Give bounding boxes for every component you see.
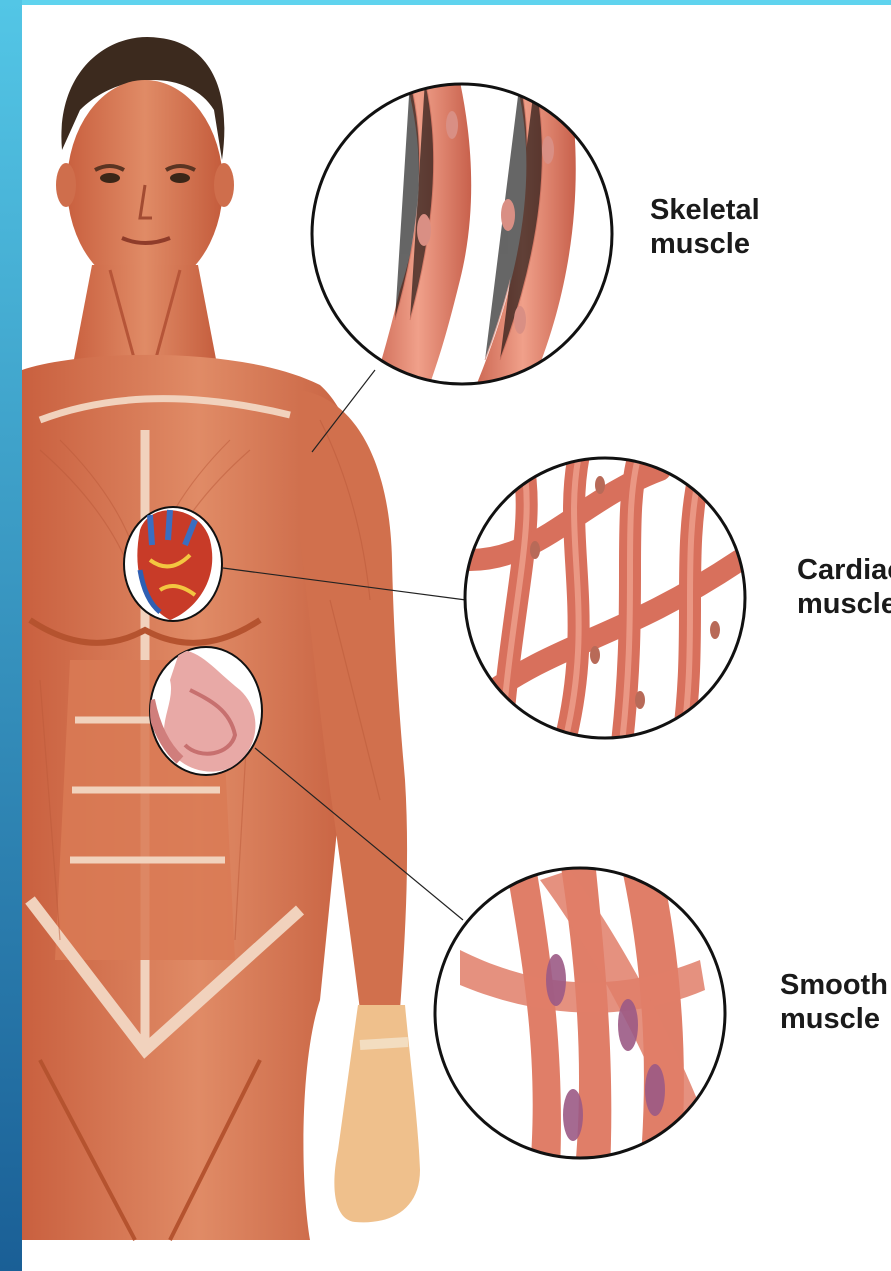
cardiac-label-line2: muscle: [797, 587, 891, 621]
cardiac-muscle-label: Cardiac muscle: [797, 553, 891, 621]
skeletal-label-line1: Skeletal: [650, 193, 760, 227]
skeletal-label-line2: muscle: [650, 227, 760, 261]
stomach-icon: [150, 647, 262, 775]
skeletal-muscle-zoom: [312, 60, 612, 410]
smooth-label-line2: muscle: [780, 1002, 888, 1036]
smooth-muscle-zoom: [435, 860, 725, 1170]
smooth-label-line1: Smooth: [780, 968, 888, 1002]
slide: Skeletal muscle Cardiac muscle Smooth mu…: [22, 5, 891, 1271]
smooth-muscle-label: Smooth muscle: [780, 968, 888, 1036]
muscle-diagram: [22, 5, 891, 1271]
skeletal-muscle-label: Skeletal muscle: [650, 193, 760, 261]
heart-icon: [124, 507, 222, 621]
frame-side-bar: [0, 0, 22, 1271]
cardiac-label-line1: Cardiac: [797, 553, 891, 587]
cardiac-muscle-zoom: [465, 450, 745, 760]
